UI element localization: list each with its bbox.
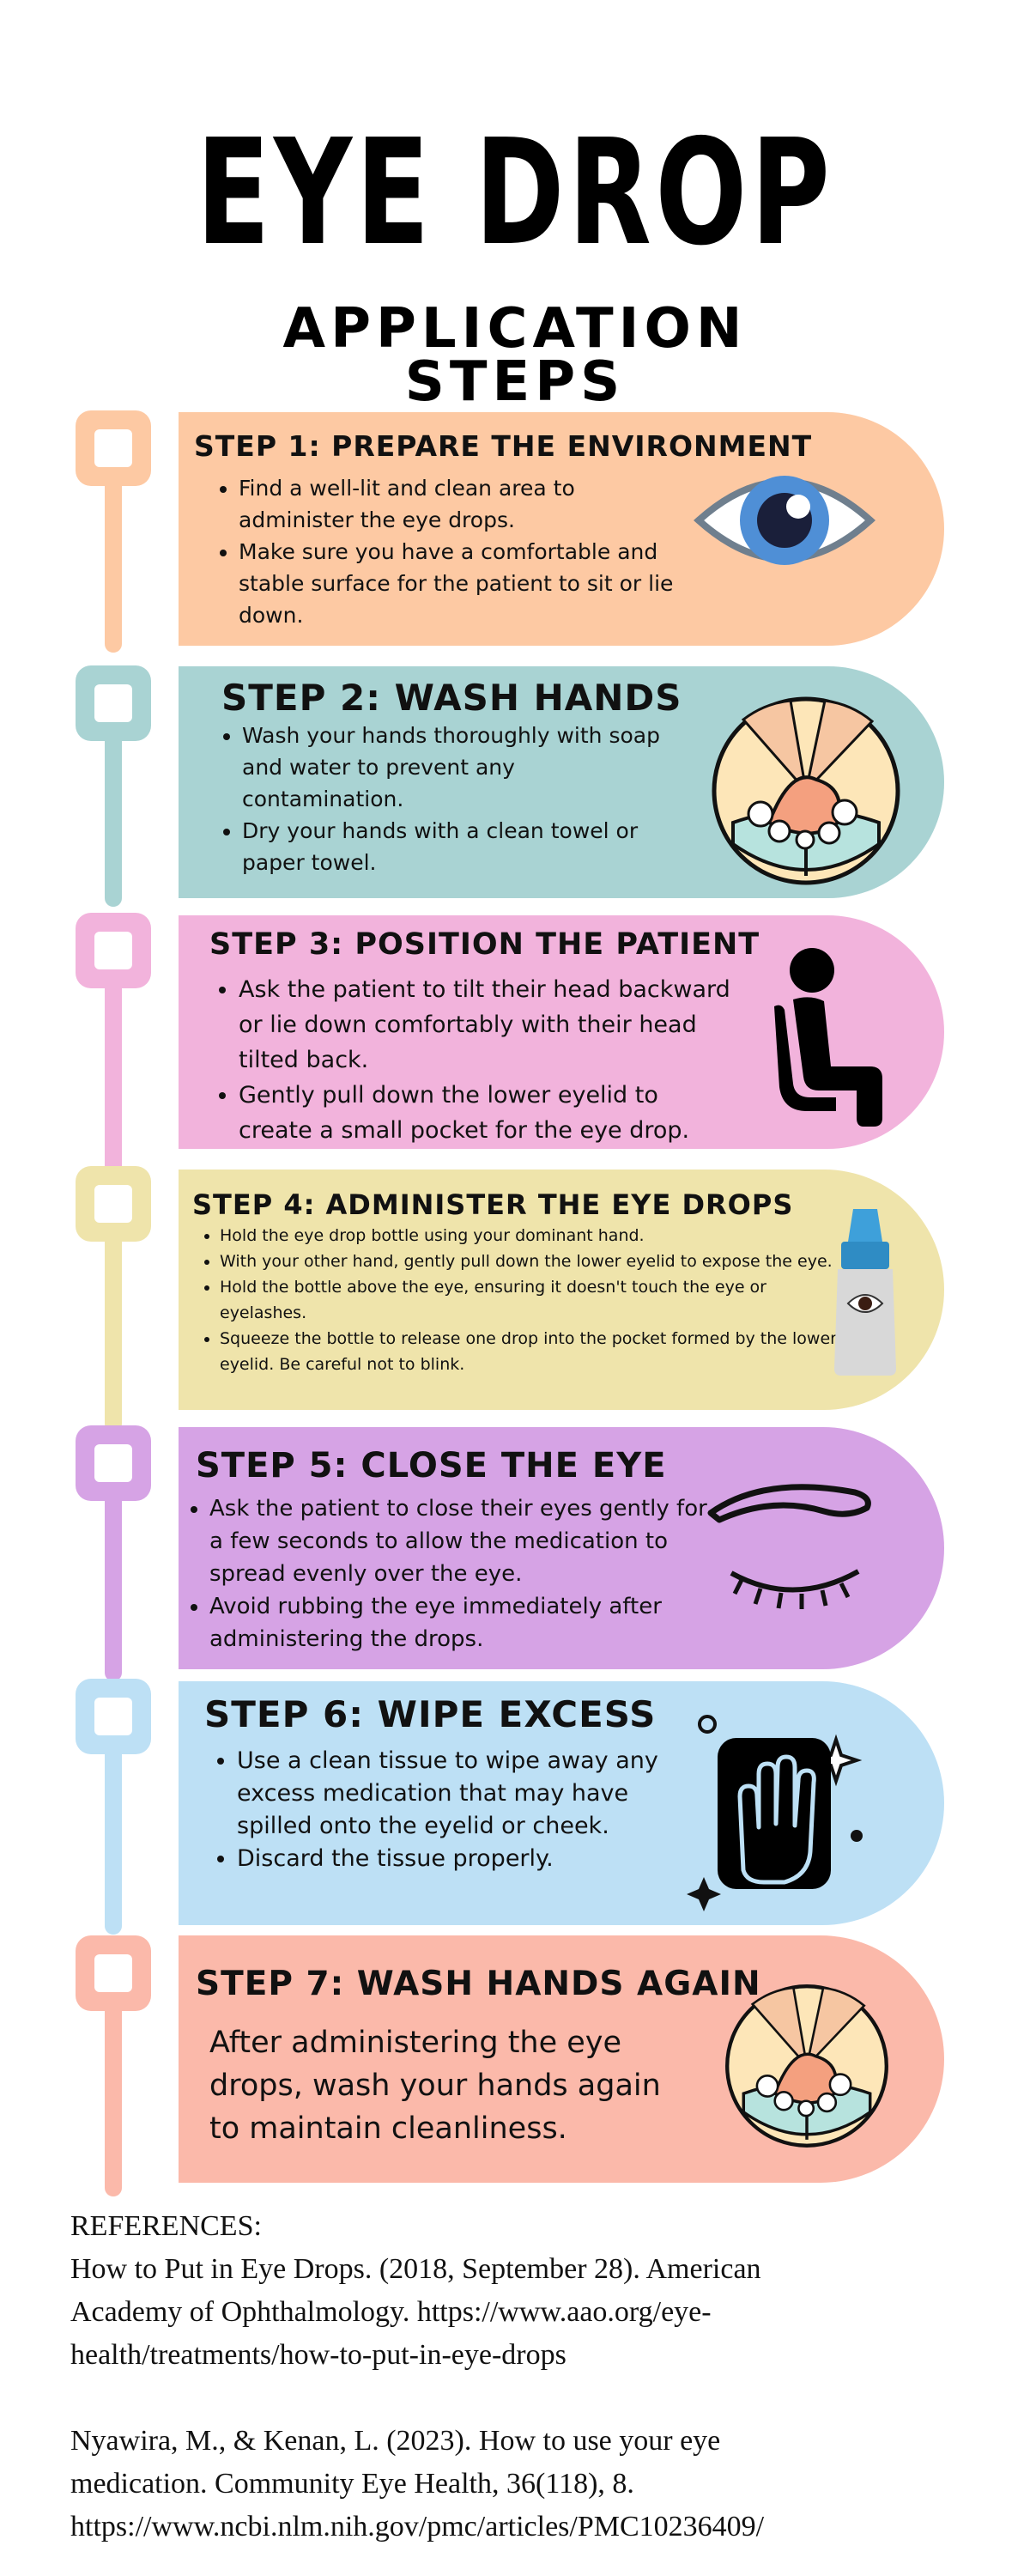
- references: REFERENCES: How to Put in Eye Drops. (20…: [70, 2205, 980, 2549]
- reference-line: Nyawira, M., & Kenan, L. (2023). How to …: [70, 2425, 721, 2457]
- hand-washing-icon: [712, 696, 900, 885]
- step-bullet: Find a well-lit and clean area to admini…: [239, 472, 685, 536]
- reference-line: https://www.ncbi.nlm.nih.gov/pmc/article…: [70, 2511, 765, 2543]
- timeline-rail: [105, 1226, 122, 1432]
- step-card-4: STEP 4: ADMINISTER THE EYE DROPS Hold th…: [179, 1170, 944, 1410]
- references-heading: REFERENCES:: [70, 2210, 262, 2242]
- page-title: EYE DROP: [196, 108, 834, 278]
- timeline-node: [76, 1425, 151, 1501]
- step-card-6: STEP 6: WIPE EXCESS Use a clean tissue t…: [179, 1681, 944, 1925]
- timeline-rail: [105, 1982, 122, 2196]
- timeline-node: [76, 665, 151, 741]
- step-card-7: STEP 7: WASH HANDS AGAIN After administe…: [179, 1935, 944, 2183]
- eye-icon: [694, 476, 876, 565]
- step-bullets: Wash your hands thoroughly with soap and…: [220, 720, 663, 878]
- step-bullets: Ask the patient to tilt their head backw…: [216, 972, 736, 1148]
- timeline-node: [76, 1166, 151, 1242]
- step-title: STEP 5: CLOSE THE EYE: [196, 1446, 667, 1485]
- timeline-rail: [105, 1484, 122, 1681]
- step-title: STEP 7: WASH HANDS AGAIN: [196, 1965, 761, 2003]
- timeline-rail: [105, 1728, 122, 1935]
- step-bullet: Hold the eye drop bottle using your domi…: [220, 1223, 838, 1249]
- timeline-node: [76, 1935, 151, 2011]
- step-bullet: Make sure you have a comfortable and sta…: [239, 536, 685, 631]
- step-title: STEP 3: POSITION THE PATIENT: [209, 927, 760, 962]
- subtitle-line: APPLICATION: [282, 297, 748, 361]
- step-title: STEP 1: PREPARE THE ENVIRONMENT: [194, 429, 813, 463]
- step-bullet: Hold the bottle above the eye, ensuring …: [220, 1274, 838, 1326]
- step-card-5: STEP 5: CLOSE THE EYE Ask the patient to…: [179, 1427, 944, 1669]
- step-bullets: Use a clean tissue to wipe away any exce…: [215, 1745, 683, 1875]
- eye-drop-bottle-icon: [834, 1209, 896, 1376]
- timeline-rail: [105, 464, 122, 653]
- reference-line: medication. Community Eye Health, 36(118…: [70, 2468, 634, 2500]
- timeline-rail: [105, 971, 122, 1177]
- step-bullet: Ask the patient to tilt their head backw…: [239, 972, 736, 1078]
- timeline-node: [76, 1679, 151, 1754]
- step-bullet: Use a clean tissue to wipe away any exce…: [237, 1745, 683, 1843]
- timeline-node: [76, 410, 151, 486]
- step-bullet: Dry your hands with a clean towel or pap…: [242, 815, 663, 878]
- timeline-rail: [105, 718, 122, 907]
- reference-line: How to Put in Eye Drops. (2018, Septembe…: [70, 2253, 761, 2285]
- reference-spacer: [70, 2377, 980, 2420]
- step-bullets: Ask the patient to close their eyes gent…: [187, 1492, 724, 1656]
- step-bullets: Hold the eye drop bottle using your domi…: [197, 1223, 838, 1377]
- hand-washing-icon: [725, 1984, 888, 2148]
- step-title: STEP 2: WASH HANDS: [221, 677, 682, 719]
- step-bullet: Squeeze the bottle to release one drop i…: [220, 1326, 838, 1377]
- step-bullet: Ask the patient to close their eyes gent…: [209, 1492, 724, 1590]
- step-card-3: STEP 3: POSITION THE PATIENT Ask the pat…: [179, 915, 944, 1149]
- step-bullet: Gently pull down the lower eyelid to cre…: [239, 1078, 736, 1148]
- step-bullet: Avoid rubbing the eye immediately after …: [209, 1590, 724, 1656]
- closed-eye-icon: [707, 1484, 871, 1609]
- subtitle-line: STEPS: [404, 350, 626, 414]
- step-title: STEP 6: WIPE EXCESS: [204, 1693, 657, 1735]
- step-bullet: Wash your hands thoroughly with soap and…: [242, 720, 663, 815]
- step-bullet: With your other hand, gently pull down t…: [220, 1249, 838, 1274]
- reference-line: Academy of Ophthalmology. https://www.aa…: [70, 2296, 712, 2328]
- step-card-2: STEP 2: WASH HANDS Wash your hands thoro…: [179, 666, 944, 898]
- step-bullet: Discard the tissue properly.: [237, 1843, 683, 1875]
- wiping-hand-icon: [687, 1715, 863, 1911]
- step-text: After administering the eye drops, wash …: [209, 2026, 661, 2146]
- step-title: STEP 4: ADMINISTER THE EYE DROPS: [192, 1188, 794, 1221]
- seated-person-icon: [774, 948, 882, 1127]
- timeline-node: [76, 913, 151, 988]
- reference-line: health/treatments/how-to-put-in-eye-drop…: [70, 2339, 566, 2371]
- step-card-1: STEP 1: PREPARE THE ENVIRONMENT Find a w…: [179, 412, 944, 646]
- step-bullets: Find a well-lit and clean area to admini…: [216, 472, 685, 631]
- page-subtitle: APPLICATION STEPS: [0, 297, 1030, 414]
